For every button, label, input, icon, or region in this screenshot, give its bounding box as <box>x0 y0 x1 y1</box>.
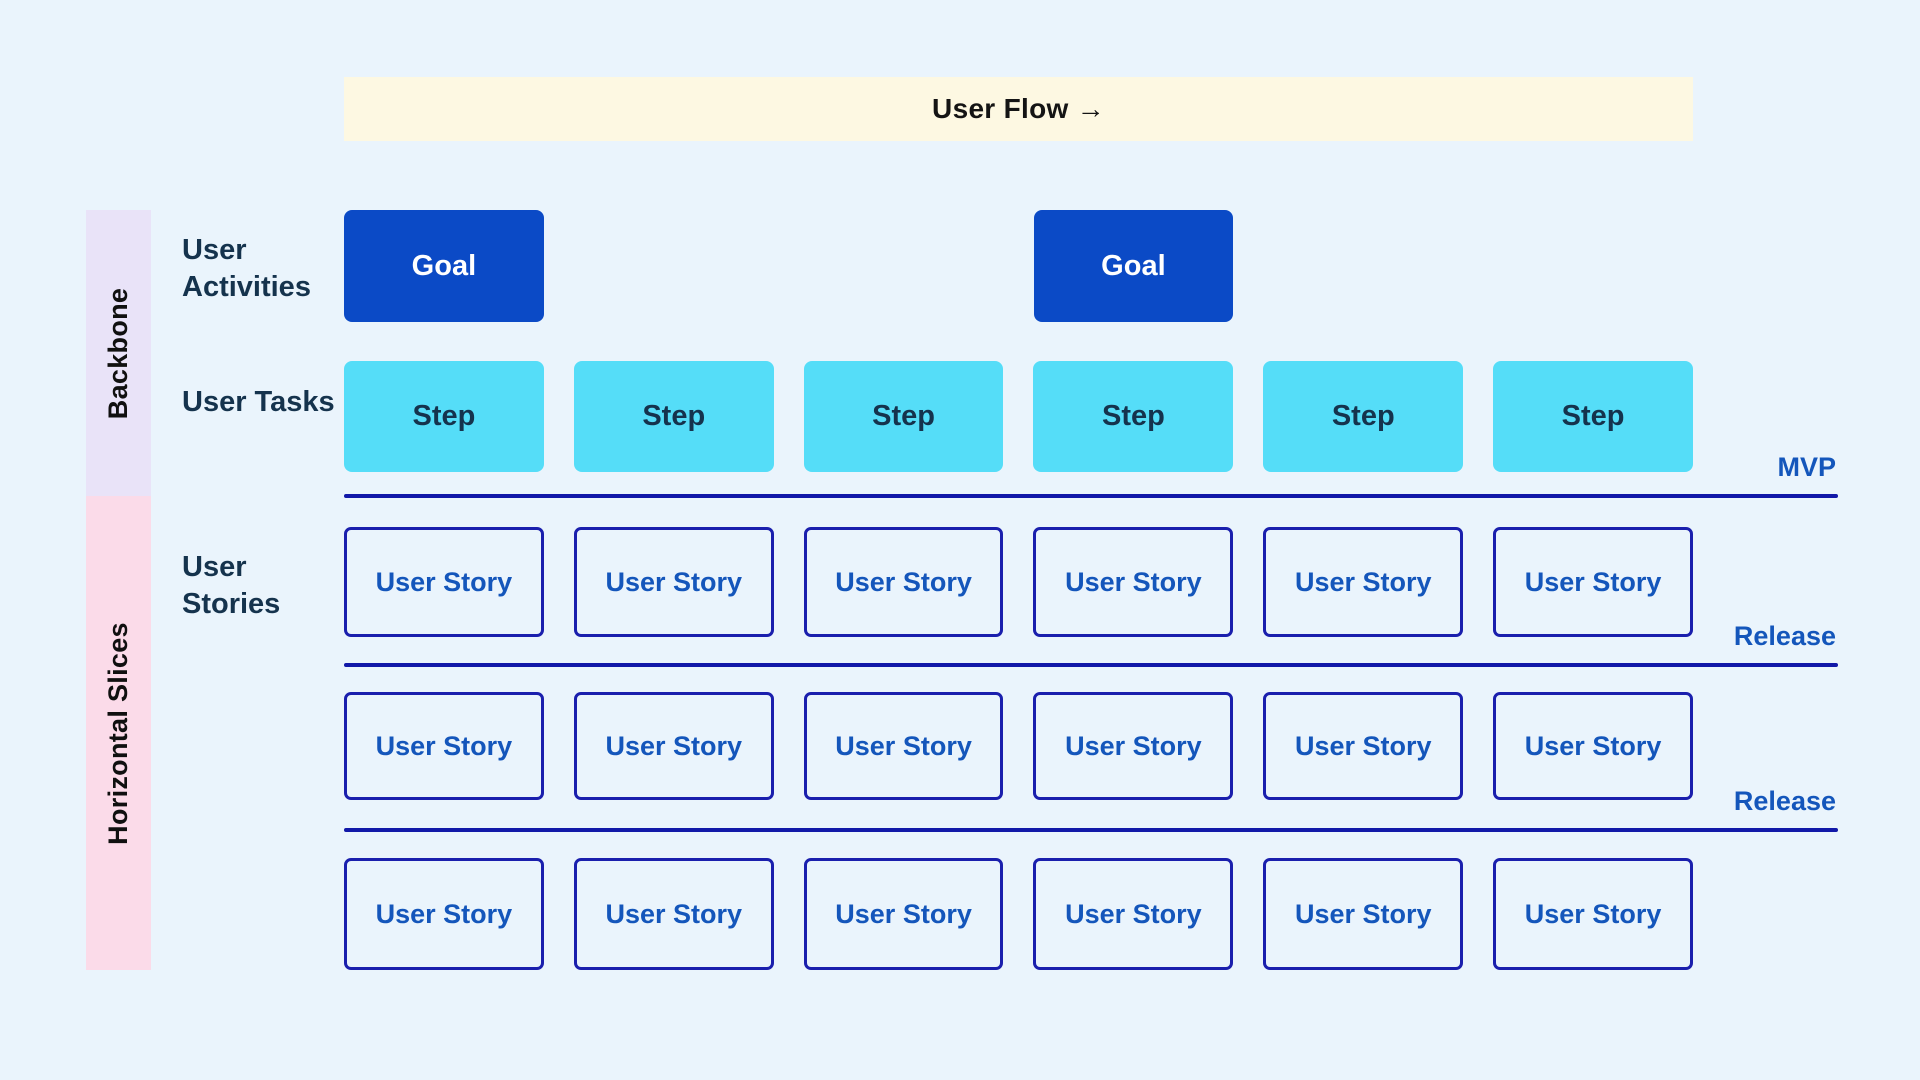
goal-card: Goal <box>1033 210 1234 322</box>
release-line <box>344 828 1838 832</box>
user-story-card: User Story <box>1033 692 1234 800</box>
user-story-card: User Story <box>1263 692 1464 800</box>
user-story-row-1: User Story User Story User Story User St… <box>344 527 1693 637</box>
user-flow-label: User Flow → <box>932 93 1105 124</box>
backbone-band: Backbone <box>86 210 151 496</box>
user-story-card: User Story <box>803 858 1004 970</box>
step-card: Step <box>1493 361 1693 472</box>
backbone-band-label: Backbone <box>103 287 134 419</box>
user-story-card: User Story <box>1493 527 1693 637</box>
user-story-card: User Story <box>1263 858 1464 970</box>
user-story-row-3: User Story User Story User Story User St… <box>344 858 1693 970</box>
row-label-user-activities: User Activities <box>182 234 311 303</box>
user-story-card: User Story <box>1493 858 1693 970</box>
step-card: Step <box>803 361 1004 472</box>
user-tasks-row: Step Step Step Step Step Step <box>344 361 1693 472</box>
step-card: Step <box>1033 361 1234 472</box>
mvp-line <box>344 494 1838 498</box>
user-story-card: User Story <box>344 692 544 800</box>
user-story-card: User Story <box>803 527 1004 637</box>
user-story-card: User Story <box>1263 527 1464 637</box>
step-card: Step <box>1263 361 1464 472</box>
step-card: Step <box>573 361 774 472</box>
release-label: Release <box>1733 621 1836 651</box>
row-label-user-stories: User Stories <box>182 551 281 620</box>
horizontal-slices-band-label: Horizontal Slices <box>103 621 133 845</box>
user-story-card: User Story <box>573 527 774 637</box>
user-story-card: User Story <box>1493 692 1693 800</box>
horizontal-slices-band: Horizontal Slices <box>86 496 151 970</box>
user-story-card: User Story <box>1033 527 1234 637</box>
mvp-label: MVP <box>1777 452 1836 482</box>
user-story-card: User Story <box>344 527 544 637</box>
user-flow-banner: User Flow → <box>344 77 1693 141</box>
user-story-row-2: User Story User Story User Story User St… <box>344 692 1693 800</box>
user-story-card: User Story <box>344 858 544 970</box>
user-story-card: User Story <box>1033 858 1234 970</box>
step-card: Step <box>344 361 544 472</box>
release-line <box>344 663 1838 667</box>
user-story-card: User Story <box>573 858 774 970</box>
user-story-card: User Story <box>573 692 774 800</box>
user-activities-row: Goal Goal <box>344 210 1693 322</box>
goal-card: Goal <box>344 210 544 322</box>
user-story-card: User Story <box>803 692 1004 800</box>
row-label-user-tasks: User Tasks <box>182 386 335 418</box>
release-label: Release <box>1733 786 1836 816</box>
